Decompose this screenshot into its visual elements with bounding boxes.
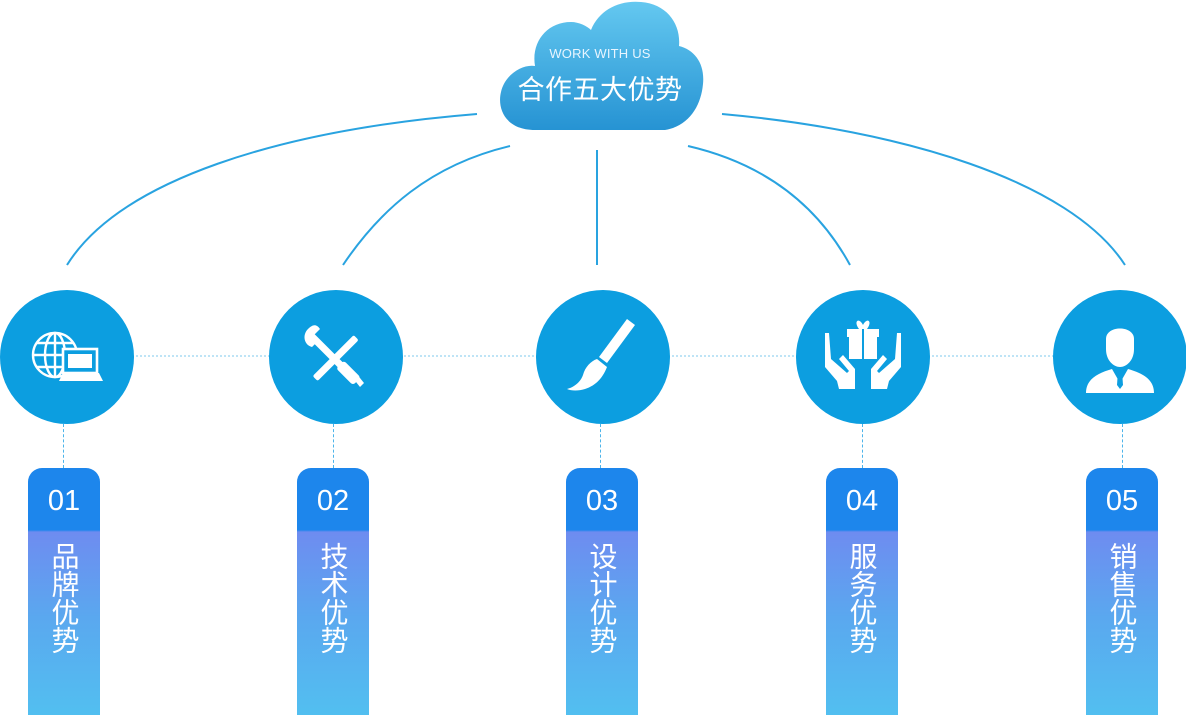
card-number: 04: [845, 485, 879, 517]
card-number: 05: [1105, 485, 1139, 517]
cloud-icon: [500, 1, 704, 131]
card-number: 01: [47, 485, 81, 517]
card-number: 02: [316, 485, 350, 517]
card-label: 服务优势: [845, 542, 879, 654]
wrench-screwdriver-icon: [304, 325, 364, 387]
connector-01: [63, 424, 64, 468]
advantage-node-02[interactable]: [269, 290, 403, 424]
branch-line-04: [687, 145, 851, 266]
connector-03: [600, 424, 601, 468]
card-label: 销售优势: [1105, 542, 1139, 654]
card-number: 03: [585, 485, 619, 517]
businessman-icon: [1086, 328, 1154, 393]
advantage-card-03[interactable]: 03 设计优势: [566, 468, 638, 715]
card-label: 设计优势: [585, 542, 619, 654]
card-label-wrap: 品牌优势: [28, 542, 100, 654]
card-label-wrap: 销售优势: [1086, 542, 1158, 654]
branch-line-02: [342, 145, 511, 266]
advantage-card-02[interactable]: 02 技术优势: [297, 468, 369, 715]
globe-computer-icon: [31, 331, 103, 381]
advantage-card-01[interactable]: 01 品牌优势: [28, 468, 100, 715]
branch-line-01: [66, 113, 478, 266]
advantage-node-05[interactable]: [1053, 290, 1186, 424]
cloud-header: WORK WITH US 合作五大优势: [495, 0, 705, 135]
header-subtitle: WORK WITH US: [549, 46, 651, 61]
advantage-card-05[interactable]: 05 销售优势: [1086, 468, 1158, 715]
card-label-wrap: 技术优势: [297, 542, 369, 654]
advantage-node-04[interactable]: [796, 290, 930, 424]
connector-02: [333, 424, 334, 468]
card-label: 品牌优势: [47, 542, 81, 654]
card-label: 技术优势: [316, 542, 350, 654]
card-label-wrap: 服务优势: [826, 542, 898, 654]
connector-04: [862, 424, 863, 468]
gift-hands-icon: [825, 320, 901, 389]
connector-05: [1122, 424, 1123, 468]
advantage-node-03[interactable]: [536, 290, 670, 424]
advantage-node-01[interactable]: [0, 290, 134, 424]
branch-line-05: [721, 113, 1126, 266]
header-title: 合作五大优势: [517, 75, 683, 106]
paintbrush-icon: [567, 319, 635, 391]
card-label-wrap: 设计优势: [566, 542, 638, 654]
advantage-card-04[interactable]: 04 服务优势: [826, 468, 898, 715]
